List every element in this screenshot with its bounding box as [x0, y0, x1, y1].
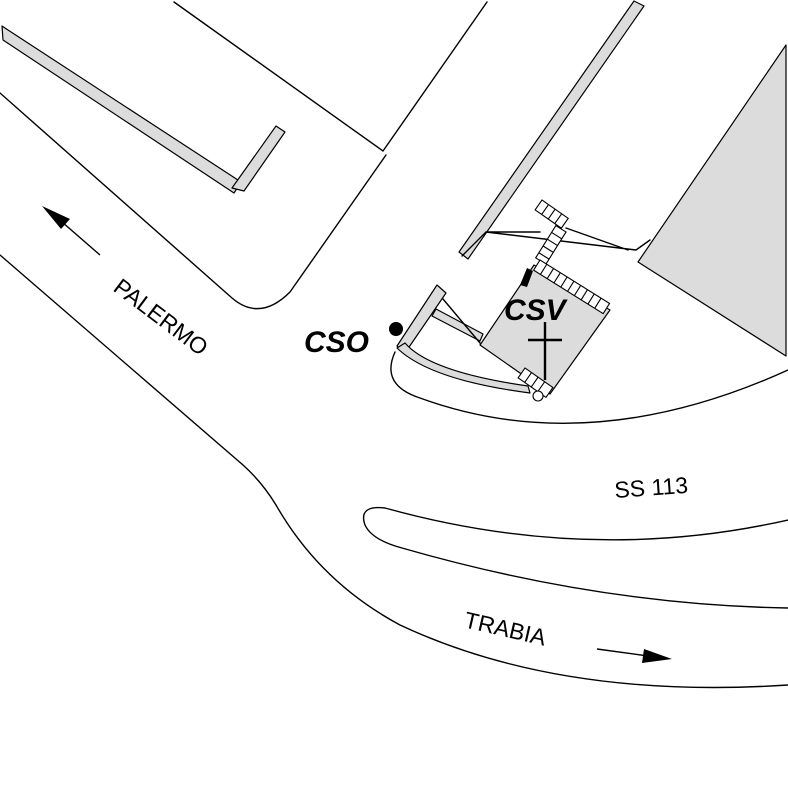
wall-curved-south	[396, 342, 531, 394]
arrow-to-palermo-icon	[42, 206, 101, 256]
corner-post	[532, 390, 544, 402]
stairs-south	[517, 367, 554, 399]
stairs-vertical	[534, 224, 567, 265]
latin-cross-icon	[528, 322, 562, 380]
building-east	[637, 44, 787, 357]
road-edge-southwest-trabia	[0, 254, 788, 689]
filled-dot-icon	[389, 322, 403, 336]
arrow-to-trabia-icon	[596, 648, 672, 663]
wall-gate-lintel	[431, 308, 484, 342]
site-label-cso: CSO	[304, 326, 369, 359]
road-edge-ss113-north	[390, 351, 788, 424]
csv-entrance-marker	[520, 268, 533, 287]
road-edge-top-block	[173, 1, 488, 152]
stairs-long	[532, 259, 611, 315]
road-edge-ss113-median-island	[362, 506, 788, 609]
stairs-north	[534, 199, 569, 229]
road-edge-palermo-north	[0, 92, 387, 310]
road-label-ss113: SS 113	[614, 472, 689, 503]
wall-north-diagonal	[458, 0, 645, 260]
wall-northwest-short	[231, 125, 286, 192]
site-label-csv: CSV	[504, 294, 569, 327]
